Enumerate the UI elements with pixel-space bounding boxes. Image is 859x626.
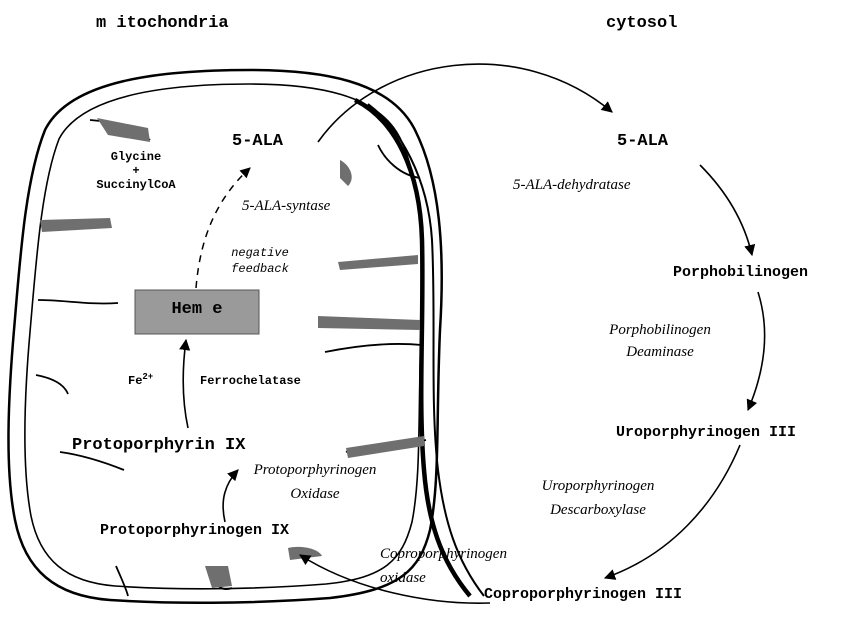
cofactor-iron-charge: 2+ [142, 372, 153, 382]
enzyme-pbg-deaminase-line2: Deaminase [590, 344, 730, 361]
arrow-protogen-to-proto [223, 470, 238, 522]
enzyme-uro-decarboxylase-line2: Descarboxylase [518, 502, 678, 519]
metabolite-5ala-cyto: 5-ALA [617, 132, 668, 151]
arrow-proto-to-heme [183, 340, 188, 428]
metabolite-protoporphyrinogen-ix: Protoporphyrinogen IX [100, 522, 289, 539]
metabolite-heme: Hem e [135, 300, 259, 319]
enzyme-copro-oxidase-line2: oxidase [380, 570, 426, 587]
enzyme-proto-oxidase-line2: Oxidase [240, 486, 390, 503]
enzyme-ferrochelatase: Ferrochelatase [200, 374, 301, 388]
enzyme-uro-decarboxylase-line1: Uroporphyrinogen [518, 478, 678, 495]
enzyme-proto-oxidase-line1: Protoporphyrinogen [240, 462, 390, 479]
enzyme-pbg-deaminase-line1: Porphobilinogen [590, 322, 730, 339]
metabolite-coproporphyrinogen-iii: Coproporphyrinogen III [484, 586, 682, 603]
metabolite-porphobilinogen: Porphobilinogen [673, 264, 808, 281]
arrow-pbg-to-uro [748, 292, 765, 410]
enzyme-copro-oxidase-line1: Coproporphyrinogen [380, 546, 507, 563]
metabolite-uroporphyrinogen-iii: Uroporphyrinogen III [616, 424, 796, 441]
substrate-plus: + [76, 164, 196, 178]
metabolite-5ala-mito: 5-ALA [232, 132, 283, 151]
substrate-succinylcoa: SuccinylCoA [76, 178, 196, 192]
regulation-line1: negative [210, 246, 310, 260]
enzyme-5ala-synthase: 5-ALA-syntase [242, 198, 330, 215]
label-mitochondria: m itochondria [96, 14, 229, 33]
cofactor-iron-symbol: Fe [128, 374, 142, 388]
substrate-glycine: Glycine [76, 150, 196, 164]
arrow-ala-to-pbg [700, 165, 752, 255]
regulation-line2: feedback [210, 262, 310, 276]
enzyme-5ala-dehydratase: 5-ALA-dehydratase [513, 177, 630, 194]
cofactor-iron: Fe2+ [128, 372, 153, 388]
metabolite-protoporphyrin-ix: Protoporphyrin IX [72, 436, 245, 455]
label-cytosol: cytosol [606, 14, 677, 33]
